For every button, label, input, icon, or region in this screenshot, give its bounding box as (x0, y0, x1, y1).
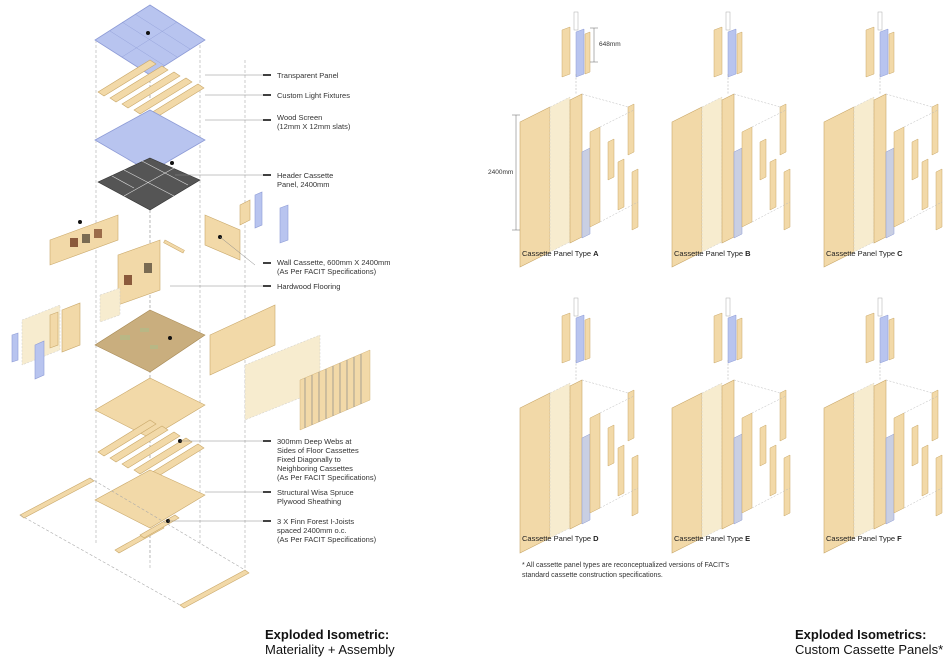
dim-panel-height: 2400mm (488, 169, 514, 176)
subtitle-right: Custom Cassette Panels* (795, 642, 944, 657)
caption-panel-c: Cassette Panel Type C (826, 249, 903, 258)
wall-cassette-left (49, 214, 161, 306)
panel-type-c-drawing (823, 11, 943, 268)
hardwood-flooring (94, 309, 206, 373)
caption-panel-d: Cassette Panel Type D (522, 534, 599, 543)
panel-type-e-drawing (671, 297, 791, 554)
panel-types (519, 11, 943, 554)
panel-type-a-drawing (519, 11, 639, 268)
label-hardwood-flooring: Hardwood Flooring (277, 282, 341, 291)
plywood-sheathing-upper (94, 377, 206, 439)
label-plywood-sheathing: Structural Wisa Spruce Plywood Sheathing (277, 488, 354, 506)
title-left: Exploded Isometric: (265, 627, 390, 642)
wall-cassette-right (163, 191, 289, 261)
label-transparent-panel: Transparent Panel (277, 71, 339, 80)
label-light-fixtures: Custom Light Fixtures (277, 91, 350, 100)
structural-plywood (94, 469, 206, 529)
subtitle-left: Materiality + Assembly (265, 642, 395, 657)
panel-type-d-drawing (519, 297, 639, 554)
panel-type-b-drawing (671, 11, 791, 268)
label-wall-cassette: Wall Cassette, 600mm X 2400mm (As Per FA… (277, 258, 391, 276)
label-deep-webs: 300mm Deep Webs at Sides of Floor Casset… (277, 437, 377, 482)
wall-panel-right (209, 304, 371, 431)
footnote: * All cassette panel types are reconcept… (522, 562, 730, 579)
label-i-joists: 3 X Finn Forest I-Joists spaced 2400mm o… (277, 517, 377, 544)
dim-top-height: 648mm (599, 41, 621, 48)
header-cassette (97, 157, 201, 211)
panel-type-f-drawing (823, 297, 943, 554)
caption-panel-b: Cassette Panel Type B (674, 249, 751, 258)
label-header-cassette: Header Cassette Panel, 2400mm (277, 171, 334, 189)
caption-panel-e: Cassette Panel Type E (674, 534, 751, 543)
light-fixtures (97, 59, 205, 121)
title-right: Exploded Isometrics: (795, 627, 927, 642)
side-cassettes-left (11, 287, 121, 380)
label-wood-screen: Wood Screen (12mm X 12mm slats) (277, 113, 351, 131)
deep-webs (97, 419, 205, 481)
caption-panel-f: Cassette Panel Type F (826, 534, 902, 543)
dimension-lines (512, 27, 598, 231)
caption-panel-a: Cassette Panel Type A (522, 249, 599, 258)
exploded-assembly (11, 4, 371, 609)
